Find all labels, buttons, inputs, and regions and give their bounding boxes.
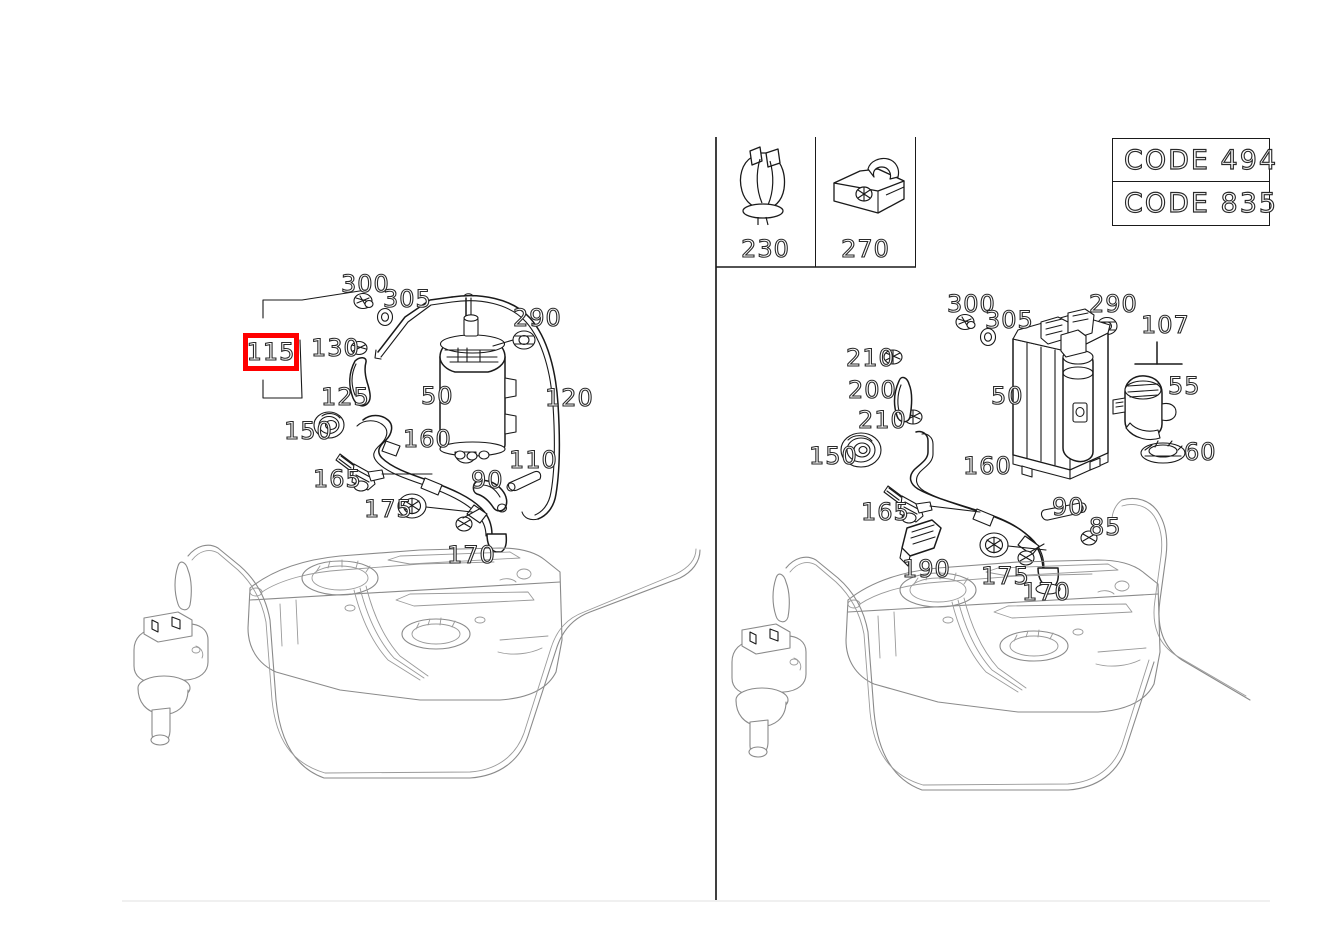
left-vapor-line <box>187 544 701 779</box>
right-panel-artwork <box>731 308 1251 791</box>
part-number-200-right-5: 200 <box>847 376 897 404</box>
right-short-hose <box>772 573 790 623</box>
leader-115-lower <box>299 339 303 399</box>
part-305-washer <box>376 307 394 327</box>
code-row-494: CODE 494 <box>1113 139 1277 182</box>
part-300-screw-right <box>955 313 976 331</box>
hose-clip-icon <box>739 146 786 226</box>
right-vapor-line <box>785 556 1155 791</box>
part-number-50-right-6: 50 <box>990 382 1024 410</box>
left-purge-valve <box>133 611 209 746</box>
part-175-clamp-right <box>979 532 1009 558</box>
right-purge-valve <box>731 623 807 758</box>
part-number-55-right-7: 55 <box>1167 372 1201 400</box>
part-90-hoses <box>472 479 508 513</box>
part-190-connector <box>899 519 942 567</box>
legend-number-270: 270 <box>841 234 890 263</box>
part-290-grommet <box>512 330 536 350</box>
bracket-clip-icon <box>833 157 905 214</box>
part-120-return-line <box>451 294 561 521</box>
part-number-290-right-2: 290 <box>1088 290 1138 318</box>
part-90-hose-right <box>1040 502 1087 521</box>
part-107-pointer <box>1134 341 1183 365</box>
legend-number-230: 230 <box>741 234 790 263</box>
part-50-carbon-canister <box>1012 308 1111 480</box>
part-number-107-right-3: 107 <box>1140 311 1190 339</box>
bracket-115-bottom <box>262 379 303 399</box>
part-165-valve-right <box>883 485 933 524</box>
part-number-210-right-8: 210 <box>857 406 907 434</box>
part-number-60-right-10: 60 <box>1183 438 1217 466</box>
part-50-fuel-filter <box>439 314 517 464</box>
part-170-clip <box>455 516 473 532</box>
part-300-screw <box>353 292 374 310</box>
leader-175-right <box>1007 545 1047 551</box>
part-number-150-right-9: 150 <box>808 442 858 470</box>
highlight-box-115[interactable]: 115 <box>243 333 299 371</box>
part-number-300-left-0: 300 <box>340 270 390 298</box>
part-125-hose <box>349 357 371 407</box>
part-number-160-right-11: 160 <box>962 452 1012 480</box>
part-55-valve <box>1112 375 1177 441</box>
part-305-washer-right <box>979 327 997 347</box>
part-175-clamp <box>397 493 427 519</box>
part-number-210-right-4: 210 <box>845 344 895 372</box>
part-number-165-left-10: 165 <box>312 465 362 493</box>
legend-cell-270: 270 <box>816 137 916 267</box>
leader-175 <box>425 506 473 513</box>
leader-115-upper <box>301 289 367 301</box>
part-160-fuel-line-right <box>909 430 1061 595</box>
part-number-305-left-1: 305 <box>382 285 432 313</box>
legend-table: 230 270 <box>716 137 916 267</box>
right-return-line <box>1111 497 1251 701</box>
leader-290 <box>492 339 514 347</box>
part-130-clamp <box>350 340 368 356</box>
code-835-label: CODE 835 <box>1123 187 1279 219</box>
left-fuel-tank-assembly <box>247 547 563 701</box>
part-85-clip <box>1080 530 1098 546</box>
part-number-50-left-5: 50 <box>420 382 454 410</box>
part-150-grommet <box>313 411 345 439</box>
part-number-165-right-12: 165 <box>860 498 910 526</box>
part-number-115: 115 <box>246 337 296 366</box>
leader-170-right <box>1029 543 1045 553</box>
code-494-label: CODE 494 <box>1123 144 1279 176</box>
part-number-175-left-12: 175 <box>363 495 413 523</box>
part-number-190-right-15: 190 <box>901 555 951 583</box>
part-number-170-right-17: 170 <box>1021 578 1071 606</box>
part-number-125-left-4: 125 <box>320 383 370 411</box>
legend-cell-230: 230 <box>716 137 816 267</box>
part-number-160-left-8: 160 <box>402 425 452 453</box>
part-number-150-left-7: 150 <box>283 417 333 445</box>
part-130-vent-pipe <box>374 296 453 360</box>
part-number-120-left-6: 120 <box>544 384 594 412</box>
right-fuel-tank-assembly <box>845 559 1161 713</box>
part-number-290-left-2: 290 <box>512 304 562 332</box>
bracket-115-top <box>262 299 303 319</box>
part-150-grommet-right <box>840 432 882 468</box>
part-110-connector <box>506 470 542 492</box>
part-number-305-right-1: 305 <box>984 306 1034 334</box>
left-short-hose <box>174 561 192 611</box>
left-panel-artwork <box>133 289 701 779</box>
code-row-835: CODE 835 <box>1113 182 1276 225</box>
part-number-90-right-13: 90 <box>1051 493 1085 521</box>
part-number-170-left-13: 170 <box>446 541 496 569</box>
highlight-inner: 115 <box>246 337 296 366</box>
part-60-disc <box>1140 440 1186 464</box>
part-number-175-right-16: 175 <box>980 562 1030 590</box>
part-number-130-left-3: 130 <box>310 334 360 362</box>
part-number-90-left-11: 90 <box>470 466 504 494</box>
part-165-valve <box>335 453 385 492</box>
part-210-clamp-upper <box>883 349 903 365</box>
part-number-110-left-9: 110 <box>508 446 558 474</box>
part-number-300-right-0: 300 <box>946 290 996 318</box>
leader-170 <box>462 507 482 519</box>
code-box: CODE 494 CODE 835 <box>1112 138 1277 226</box>
part-200-hose <box>893 376 913 423</box>
part-number-85-right-14: 85 <box>1088 513 1122 541</box>
leader-165-right <box>929 505 981 513</box>
